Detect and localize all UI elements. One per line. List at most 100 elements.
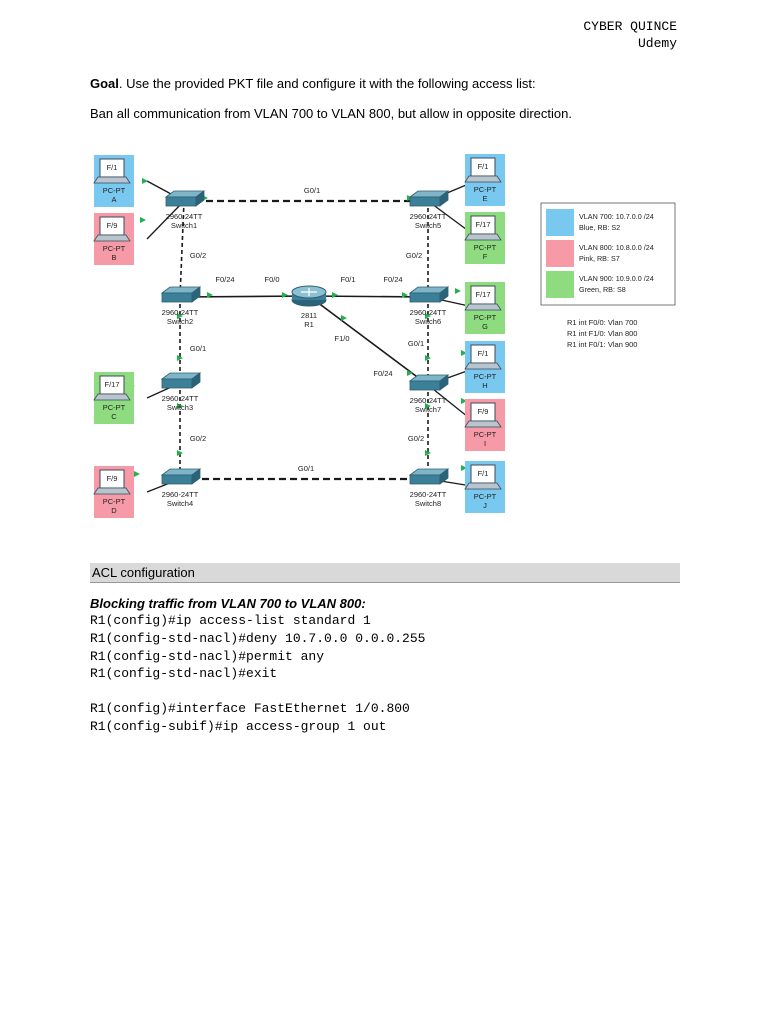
link-label: G0/1	[190, 344, 206, 353]
link-label: F0/24	[373, 369, 392, 378]
switch-name-label: Switch6	[415, 317, 441, 326]
switch-side	[195, 190, 205, 207]
pc-port-label: F/17	[475, 220, 490, 229]
switch-icon	[160, 286, 202, 303]
code-line: R1(config-subif)#ip access-group 1 out	[90, 719, 387, 734]
switch-icon	[164, 190, 206, 207]
link-label: G0/2	[408, 434, 424, 443]
section-heading-bar: ACL configuration	[90, 563, 680, 583]
link-line	[179, 200, 185, 298]
switch-name-label: Switch1	[171, 221, 197, 230]
switch-front	[161, 474, 193, 485]
pc-keyboard-icon	[93, 234, 131, 242]
subsection-title: Blocking traffic from VLAN 700 to VLAN 8…	[90, 596, 366, 611]
router-arrows-icon	[301, 288, 317, 296]
link-arrow-icon	[332, 292, 338, 298]
pc-id-label: D	[111, 506, 117, 515]
header-author: CYBER QUINCE	[583, 19, 677, 34]
pc-type-label: PC-PT	[103, 403, 126, 412]
link-arrow-icon	[461, 398, 467, 404]
pc-port-label: F/9	[107, 474, 118, 483]
pc-port-label: F/17	[475, 290, 490, 299]
goal-label: Goal	[90, 76, 119, 91]
pc-id-label: I	[484, 439, 486, 448]
pc-type-label: PC-PT	[474, 372, 497, 381]
switch-icon	[160, 372, 202, 389]
router-interface-note: R1 int F0/1: Vlan 900	[567, 340, 637, 349]
switch-name-label: Switch7	[415, 405, 441, 414]
switch-model-label: 2960-24TT	[162, 490, 199, 499]
pc-type-label: PC-PT	[474, 185, 497, 194]
legend-swatch	[546, 209, 574, 236]
switch-icon	[408, 374, 450, 391]
link-arrow-icon	[425, 313, 431, 319]
link-arrow-icon	[455, 288, 461, 294]
link-arrow-icon	[140, 217, 146, 223]
legend-vlan-label: VLAN 800: 10.8.0.0 /24	[579, 243, 654, 252]
switch-front	[409, 380, 441, 391]
link-label: F0/1	[340, 275, 355, 284]
pc-keyboard-icon	[464, 303, 502, 311]
switch-front	[409, 474, 441, 485]
router-interface-note: R1 int F0/0: Vlan 700	[567, 318, 637, 327]
pc-keyboard-icon	[464, 175, 502, 183]
legend-swatch	[546, 240, 574, 267]
pc-node: F/9PC-PTD	[93, 466, 134, 518]
switch-name-label: Switch2	[167, 317, 193, 326]
link-arrow-icon	[461, 465, 467, 471]
switch-front	[161, 292, 193, 303]
link-arrow-icon	[207, 292, 213, 298]
pc-port-label: F/1	[107, 163, 118, 172]
link-label: F1/0	[334, 334, 349, 343]
pc-id-label: H	[482, 381, 487, 390]
link-arrow-icon	[425, 450, 431, 456]
link-line	[146, 200, 185, 240]
pc-keyboard-icon	[93, 393, 131, 401]
router-name-label: R1	[304, 320, 314, 329]
pc-node: F/9PC-PTI	[464, 399, 505, 451]
switch-model-label: 2960-24TT	[410, 212, 447, 221]
code-line: R1(config-std-nacl)#permit any	[90, 649, 325, 664]
switch-icon	[408, 286, 450, 303]
pc-keyboard-icon	[464, 233, 502, 241]
code-line: R1(config)#ip access-list standard 1	[90, 613, 371, 628]
link-label: G0/1	[408, 339, 424, 348]
pc-keyboard-icon	[464, 362, 502, 370]
link-arrow-icon	[177, 403, 183, 409]
pc-type-label: PC-PT	[474, 430, 497, 439]
switch-name-label: Switch5	[415, 221, 441, 230]
header-platform: Udemy	[637, 36, 677, 51]
switch-front	[165, 196, 197, 207]
goal-paragraph: Goal. Use the provided PKT file and conf…	[90, 76, 536, 91]
switch-side	[439, 190, 449, 207]
switch-name-label: Switch8	[415, 499, 441, 508]
legend-vlan-label: VLAN 700: 10.7.0.0 /24	[579, 212, 654, 221]
legend-vlan-detail: Pink, RB: S7	[579, 254, 620, 263]
link-line	[179, 295, 310, 298]
link-label: G0/2	[406, 251, 422, 260]
link-arrow-icon	[142, 178, 148, 184]
link-arrow-icon	[461, 350, 467, 356]
pc-id-label: G	[482, 322, 488, 331]
goal-text: . Use the provided PKT file and configur…	[118, 76, 536, 91]
pc-type-label: PC-PT	[103, 244, 126, 253]
router-interface-note: R1 int F1/0: Vlan 800	[567, 329, 637, 338]
pc-port-label: F/17	[104, 380, 119, 389]
link-arrow-icon	[134, 471, 140, 477]
pc-port-label: F/1	[478, 469, 489, 478]
link-line	[308, 295, 429, 298]
link-label: F0/24	[383, 275, 402, 284]
pc-id-label: A	[111, 195, 116, 204]
pc-node: F/1PC-PTJ	[464, 461, 505, 513]
switch-front	[409, 196, 441, 207]
code-line: R1(config-std-nacl)#deny 10.7.0.0 0.0.0.…	[90, 631, 426, 646]
switch-model-label: 2960-24TT	[410, 490, 447, 499]
pc-port-label: F/1	[478, 349, 489, 358]
code-line: R1(config-std-nacl)#exit	[90, 666, 278, 681]
switch-model-label: 2960-24TT	[166, 212, 203, 221]
pc-id-label: C	[111, 412, 117, 421]
switch-side	[191, 286, 201, 303]
